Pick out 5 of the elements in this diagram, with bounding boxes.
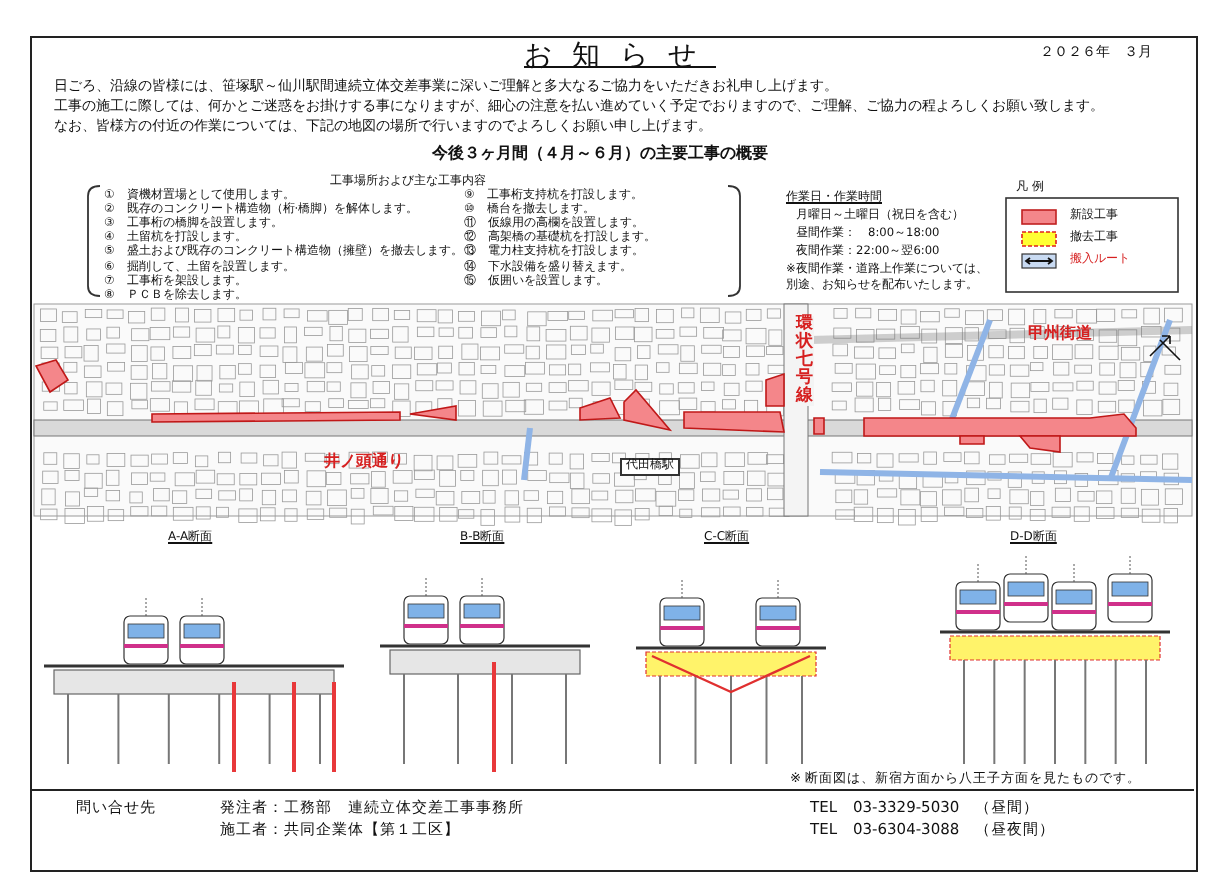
road-name: 甲州街道 <box>1028 324 1092 343</box>
section-heading: 今後３ヶ月間（４月～６月）の主要工事の概要 <box>432 144 768 163</box>
notice-title: お知らせ <box>524 40 716 73</box>
road-name: 井ノ頭通り <box>324 452 404 471</box>
road-name: 環状七号線 <box>796 316 814 406</box>
